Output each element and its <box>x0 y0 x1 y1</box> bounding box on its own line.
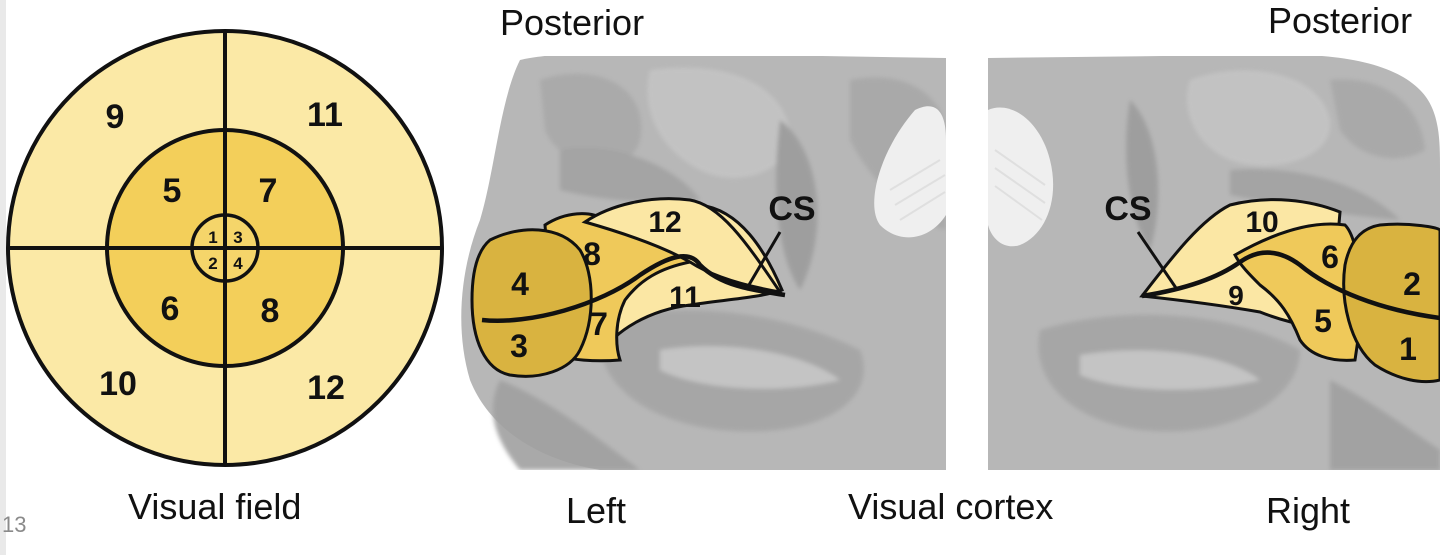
left-cs-pointer <box>744 231 782 291</box>
caption-posterior-right: Posterior <box>1268 0 1413 41</box>
vf-label-2: 2 <box>208 254 217 273</box>
slide-number: 13 <box>2 512 27 537</box>
left-label-7: 7 <box>590 306 608 342</box>
vf-label-6: 6 <box>161 290 180 328</box>
left-region-dark <box>470 228 593 378</box>
caption-right: Right <box>1266 490 1351 531</box>
left-label-11: 11 <box>669 281 701 314</box>
right-cs-pointer <box>1136 231 1178 289</box>
left-label-8: 8 <box>583 236 601 272</box>
vf-label-1: 1 <box>208 228 217 247</box>
left-calcarine-sulcus <box>481 254 786 323</box>
vf-label-7: 7 <box>259 172 278 210</box>
right-label-2: 2 <box>1403 266 1421 302</box>
left-label-4: 4 <box>511 266 529 302</box>
left-label-3: 3 <box>510 328 528 364</box>
left-region-12 <box>581 197 784 295</box>
caption-left: Left <box>566 490 627 531</box>
right-label-9: 9 <box>1228 280 1244 311</box>
caption-posterior-left: Posterior <box>500 2 645 43</box>
vf-label-8: 8 <box>261 292 280 330</box>
right-label-5: 5 <box>1314 303 1332 339</box>
right-label-10: 10 <box>1245 206 1278 239</box>
right-calcarine-sulcus <box>1141 250 1440 321</box>
caption-visual-field: Visual field <box>128 486 302 527</box>
vf-label-11: 11 <box>307 96 343 134</box>
visual-field-diagram: 9 11 10 12 5 7 6 8 1 3 2 4 <box>6 29 444 467</box>
right-label-6: 6 <box>1321 239 1339 275</box>
caption-visual-cortex: Visual cortex <box>848 486 1054 527</box>
vf-label-12: 12 <box>307 369 345 407</box>
vf-label-3: 3 <box>233 228 242 247</box>
left-hemisphere: 4 3 8 7 12 11 CS <box>444 56 946 470</box>
right-cs-label: CS <box>1104 190 1151 228</box>
slide-edge <box>0 0 6 555</box>
vf-label-4: 4 <box>233 254 243 273</box>
vf-label-5: 5 <box>163 172 182 210</box>
right-medial-highlight <box>988 107 1054 247</box>
left-medial-highlight <box>874 106 946 238</box>
right-region-dark <box>1342 222 1440 384</box>
vf-label-10: 10 <box>99 365 137 403</box>
vf-label-9: 9 <box>106 98 125 136</box>
left-cs-label: CS <box>768 190 815 228</box>
right-hemisphere: 2 1 6 5 10 9 CS <box>988 56 1440 470</box>
right-label-1: 1 <box>1399 331 1417 367</box>
left-label-12: 12 <box>648 206 681 239</box>
right-region-middle <box>1233 222 1362 362</box>
